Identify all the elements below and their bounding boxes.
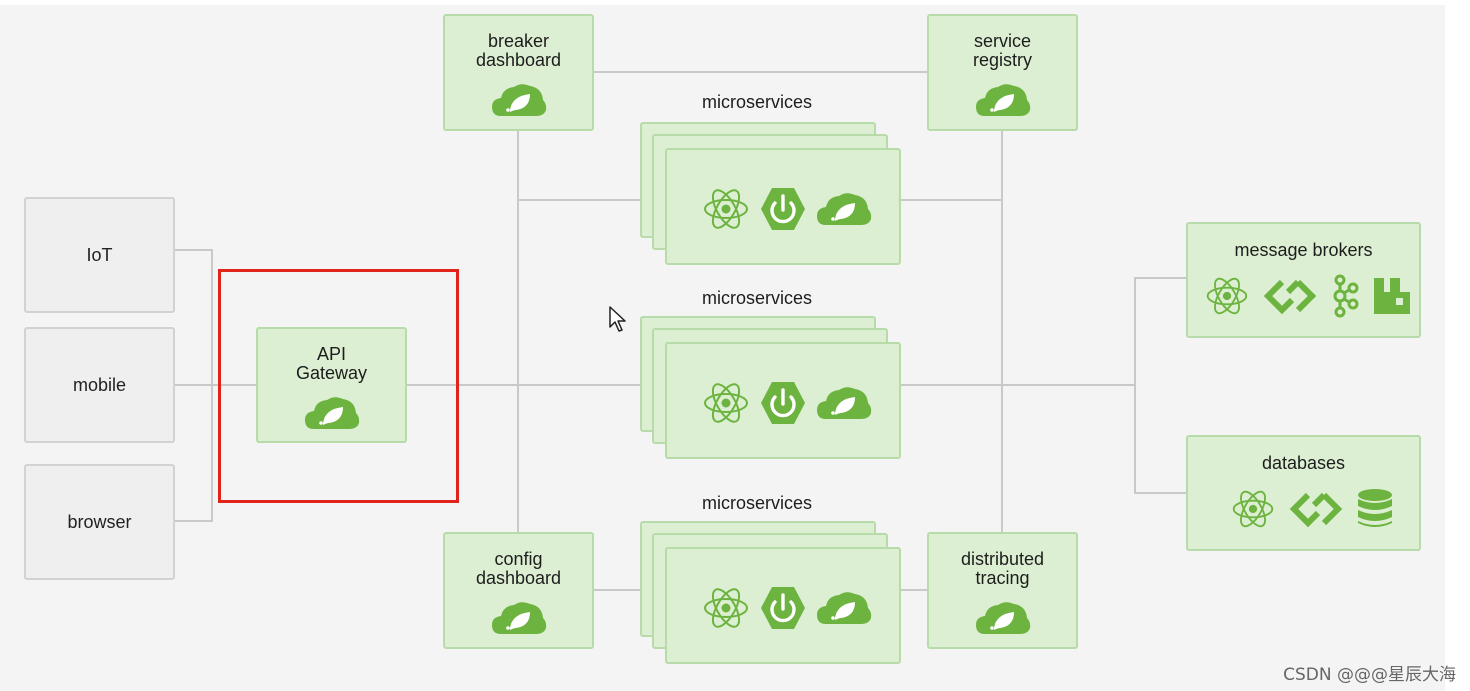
atom-icon [1230,487,1276,536]
browser-client-box: browser [24,464,175,580]
breaker-dashboard-label: breaker dashboard [475,31,562,70]
kafka-icon [1330,274,1360,323]
watermark: CSDN @@@星辰大海 [1283,665,1456,685]
mobile-label: mobile [72,374,127,395]
api-gateway-label: API Gateway [295,344,368,383]
mobile-client-box: mobile [24,327,175,443]
spring-boot-icon [759,186,807,237]
pivotal-icon [1262,276,1318,321]
iot-label: IoT [86,244,113,265]
spring-boot-icon [759,585,807,636]
spring-cloud-icon [490,80,548,125]
pivotal-icon [1288,489,1344,534]
browser-label: browser [67,511,132,532]
microservices-label-bottom: microservices [701,493,812,513]
atom-icon [701,186,751,237]
distributed-tracing-box: distributed tracing [927,532,1078,649]
microservices-label-mid: microservices [701,288,812,308]
config-dashboard-label: config dashboard [475,549,562,588]
breaker-dashboard-box: breaker dashboard [443,14,594,131]
config-dashboard-box: config dashboard [443,532,594,649]
microservice-card-mid [665,342,901,459]
api-gateway-box: API Gateway [256,327,407,443]
spring-boot-icon [759,380,807,431]
databases-box: databases [1186,435,1421,551]
databases-label: databases [1261,453,1346,473]
message-brokers-box: message brokers [1186,222,1421,338]
iot-client-box: IoT [24,197,175,313]
spring-cloud-icon [815,588,873,633]
spring-cloud-icon [303,393,361,438]
atom-icon [1204,274,1250,323]
spring-cloud-icon [815,383,873,428]
message-brokers-label: message brokers [1234,240,1373,260]
spring-cloud-icon [974,80,1032,125]
spring-cloud-icon [815,189,873,234]
mouse-cursor-icon [608,305,628,338]
service-registry-label: service registry [972,31,1032,70]
distributed-tracing-label: distributed tracing [960,549,1045,588]
api-gateway-highlight [218,269,459,503]
service-registry-box: service registry [927,14,1078,131]
atom-icon [701,380,751,431]
microservices-label-top: microservices [701,92,812,112]
database-icon [1356,488,1394,535]
spring-cloud-icon [974,598,1032,643]
spring-cloud-icon [490,598,548,643]
microservice-card-top [665,148,901,265]
microservice-card-bottom [665,547,901,664]
rabbitmq-icon [1372,276,1412,321]
atom-icon [701,585,751,636]
